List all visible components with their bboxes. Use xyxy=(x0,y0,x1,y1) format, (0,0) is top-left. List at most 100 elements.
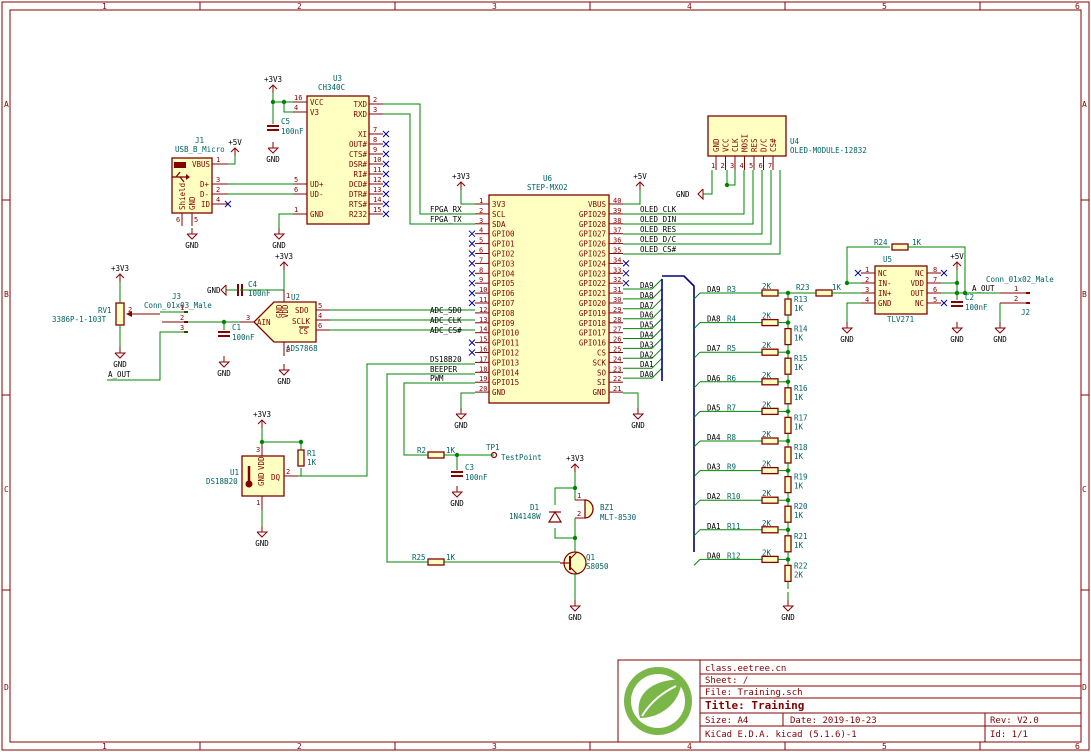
u6-pnum-left-1: 2 xyxy=(479,207,483,215)
u3-pnum-right-0: 2 xyxy=(373,96,377,104)
net-da-right-5: DA4 xyxy=(640,331,654,340)
u3-pnum-right-8: 13 xyxy=(373,186,381,194)
u6-pin-right-1: GPIO29 xyxy=(579,210,606,219)
u5-pin-right-0: NC xyxy=(915,269,924,278)
ladder-res-v-2 xyxy=(784,357,792,375)
u6-pnum-left-17: 18 xyxy=(479,365,487,373)
frame-col-top-6: 6 xyxy=(1075,2,1080,11)
u3-pnum-right-10: 15 xyxy=(373,206,381,214)
j1-pnum-6: 6 xyxy=(176,216,180,224)
title-date: Date: 2019-10-23 xyxy=(790,716,877,726)
u4-pin-0: GND xyxy=(712,138,721,152)
u5-pin-left-2: IN+ xyxy=(878,289,892,298)
u6-pnum-left-15: 16 xyxy=(479,346,487,354)
r23-value: 1K xyxy=(832,283,842,292)
u5-pnum-left-2: 3 xyxy=(865,286,869,294)
u6-pin-right-17: SO xyxy=(597,368,607,377)
rv1-ref: RV1 xyxy=(98,306,112,315)
net-labels: FPGA_RX FPGA_TX ADC_SDO ADC_CLK ADC_CS# … xyxy=(108,205,995,383)
q1-ref: Q1 xyxy=(586,553,595,562)
u6-pnum-left-8: 9 xyxy=(479,276,483,284)
ladder-net-0: DA9 xyxy=(707,285,721,294)
u2-value: ADS7868 xyxy=(286,344,318,353)
j3-pnum-2: 2 xyxy=(180,314,184,322)
j3-value: Conn_01x03_Male xyxy=(144,301,212,310)
u2-pin-ain: AIN xyxy=(257,318,271,327)
u2-pnum-4: 4 xyxy=(318,312,322,320)
c1-ref: C1 xyxy=(232,323,241,332)
u4-pnum-4: 5 xyxy=(749,162,753,170)
u3-pin-right-8: DTR# xyxy=(349,190,368,199)
u2-pnum-1: 1 xyxy=(286,292,290,300)
u6-pin-right-9: GPIO21 xyxy=(579,289,606,298)
gnd-c5-label: GND xyxy=(266,155,280,164)
u6-pnum-right-14: 26 xyxy=(613,336,621,344)
power-symbols: +3V3+5V+3V3+5V+3V3+3V3+3V3+3V3+5VGNDGNDG… xyxy=(111,75,1007,622)
ladder-val-1: 2K xyxy=(762,312,772,321)
ladder-ref-0: R3 xyxy=(727,285,736,294)
u4-pnum-1: 2 xyxy=(721,162,725,170)
u4-pin-6: CS# xyxy=(769,138,778,152)
u6-pin-right-8: GPIO22 xyxy=(579,279,606,288)
gnd-u6-right: GND xyxy=(631,408,645,430)
u6-pnum-right-9: 31 xyxy=(613,286,621,294)
u3-pnum-right-2: 7 xyxy=(373,126,377,134)
j1-pin-shield: Shield xyxy=(178,183,187,210)
u5-pnum-left-1: 2 xyxy=(865,276,869,284)
ladder-res-v-6 xyxy=(784,475,792,494)
ladder-net-1: DA8 xyxy=(707,315,721,324)
ladder-res-v-1 xyxy=(784,327,792,346)
u5-pin-right-2: OUT xyxy=(910,289,924,298)
gnd-c3-label: GND xyxy=(450,499,464,508)
u6-ref: U6 xyxy=(543,174,553,183)
u6-pnum-right-5: 35 xyxy=(613,247,621,255)
ladder-sref-2: R15 xyxy=(794,354,808,363)
u1-pin-dq: DQ xyxy=(271,473,281,482)
frame-col-top-2: 2 xyxy=(297,2,302,11)
pwr-3v3-u1: +3V3 xyxy=(253,410,271,428)
u2-ref: U2 xyxy=(291,293,300,302)
gnd-u1-label: GND xyxy=(255,539,269,548)
u3-pin-right-6: RI# xyxy=(353,170,367,179)
j1-pin-id: ID xyxy=(201,200,211,209)
r25 xyxy=(427,558,445,566)
u6-pin-left-12: GPIO9 xyxy=(492,319,515,328)
frame-row-left-3: D xyxy=(4,683,9,692)
net-da-right-6: DA3 xyxy=(640,340,654,349)
title-block: class.eetree.cn Sheet: / File: Training.… xyxy=(617,659,1082,743)
u5-pnum-right-0: 8 xyxy=(933,266,937,274)
ladder-res-v-9 xyxy=(784,564,792,583)
net-fpga-rx: FPGA_RX xyxy=(430,205,462,214)
u6-pin-left-1: SCL xyxy=(492,210,506,219)
u5-ref: U5 xyxy=(883,255,892,264)
u6-pnum-right-12: 28 xyxy=(613,316,621,324)
net-da-right-0: DA9 xyxy=(640,281,654,290)
j2-connector: Conn_01x02_Male J2 1 2 xyxy=(986,275,1054,317)
net-adc-clk: ADC_CLK xyxy=(430,316,462,325)
u6-pin-right-4: GPIO26 xyxy=(579,240,607,249)
d1-ref: D1 xyxy=(530,503,539,512)
u6-pin-left-17: GPIO14 xyxy=(492,368,520,377)
u6-pnum-left-4: 5 xyxy=(479,237,483,245)
title-rev: Rev: V2.0 xyxy=(990,716,1039,726)
pwr-3v3-u2: +3V3 xyxy=(275,252,293,270)
gnd-c2: GND xyxy=(950,322,964,344)
u6-pin-right-6: GPIO24 xyxy=(579,259,607,268)
j1-pin-dp: D+ xyxy=(200,180,210,189)
da-bus xyxy=(623,275,701,566)
gnd-u6-left: GND xyxy=(454,408,468,430)
u6-pnum-left-11: 12 xyxy=(479,306,487,314)
r1-ref: R1 xyxy=(307,449,316,458)
title-file: File: Training.sch xyxy=(705,688,803,698)
ladder-sval-7: 1K xyxy=(794,511,804,520)
u3-pnum-right-3: 8 xyxy=(373,136,377,144)
u5-pnum-right-1: 7 xyxy=(933,276,937,284)
u6-pnum-left-13: 14 xyxy=(479,326,487,334)
u6-pnum-left-3: 4 xyxy=(479,227,483,235)
u6-pin-left-16: GPIO13 xyxy=(492,358,519,367)
pwr-3v3-u1-label: +3V3 xyxy=(253,410,271,419)
net-da-right-7: DA2 xyxy=(640,350,654,359)
gnd-j1: GND xyxy=(185,228,199,250)
u6-pin-left-14: GPIO11 xyxy=(492,339,519,348)
ladder-net-5: DA4 xyxy=(707,433,721,442)
